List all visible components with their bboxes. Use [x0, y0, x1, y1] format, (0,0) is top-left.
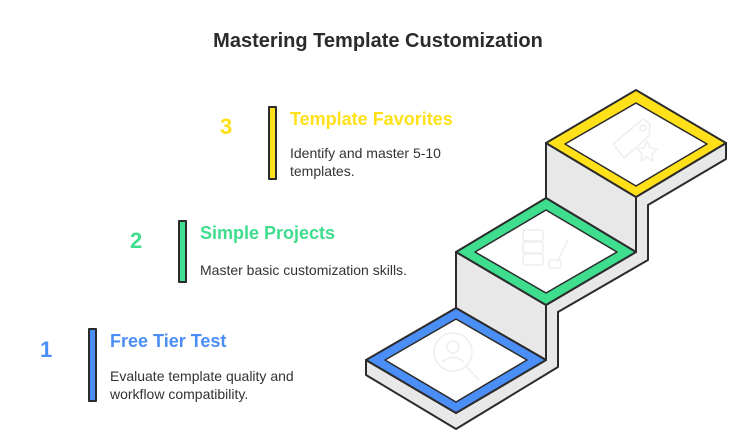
- step-bar: [268, 106, 277, 180]
- step-2-platform: [455, 197, 637, 306]
- step-title: Template Favorites: [290, 109, 453, 129]
- step-1-platform: [365, 307, 547, 414]
- blocks-hammer-icon: [522, 229, 569, 269]
- step-number: 2: [130, 228, 143, 253]
- step-number: 3: [220, 114, 233, 139]
- step-description: Master basic customization skills.: [200, 262, 407, 278]
- tag-star-icon: [612, 118, 658, 162]
- step-bar: [88, 328, 97, 402]
- step-bar: [178, 220, 187, 283]
- step-title: Free Tier Test: [110, 331, 227, 351]
- diagram-title: Mastering Template Customization: [213, 30, 543, 52]
- step-title: Simple Projects: [200, 223, 336, 243]
- user-search-icon: [433, 332, 480, 381]
- step-3-platform: [545, 89, 727, 198]
- step-number: 1: [40, 337, 53, 362]
